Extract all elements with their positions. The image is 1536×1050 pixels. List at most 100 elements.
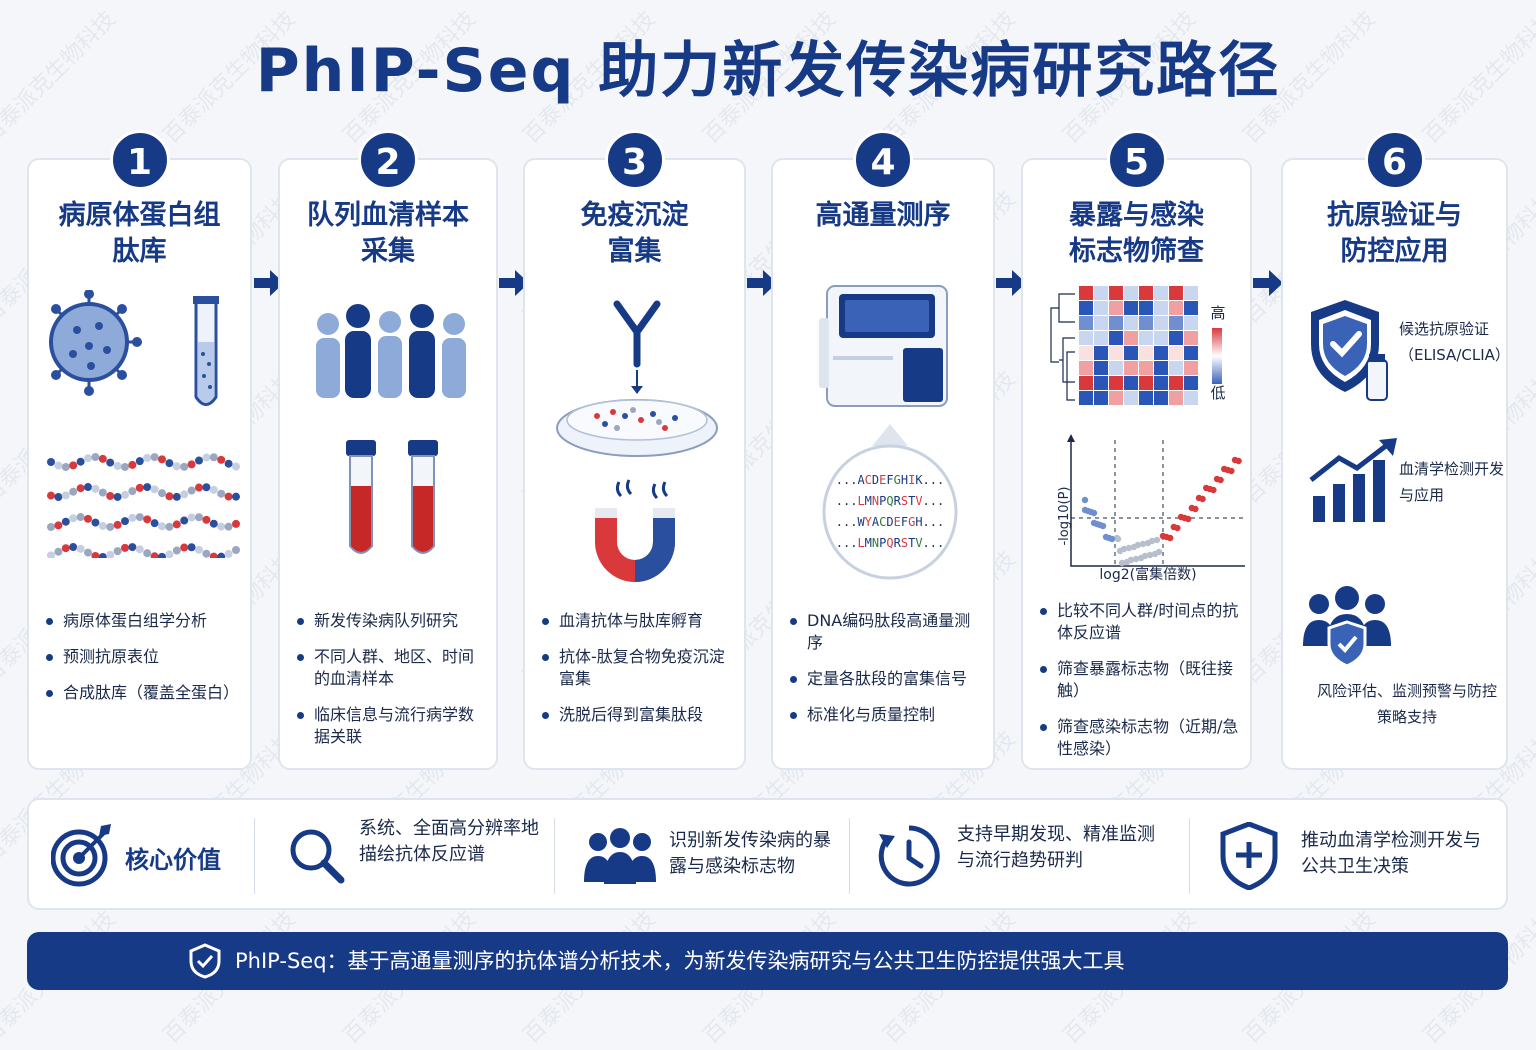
- peptide-bead: [187, 513, 196, 522]
- peptide-bead: [150, 453, 159, 462]
- peptide-bead: [84, 454, 92, 463]
- peptide-bead: [202, 453, 211, 462]
- peptide-bead: [165, 492, 174, 501]
- volcano-x-label: log2(富集倍数): [1099, 567, 1197, 583]
- footer-text: PhIP-Seq：基于高通量测序的抗体谱分析技术，为新发传染病研究与公共卫生防控…: [235, 949, 1125, 973]
- peptide-bead: [61, 544, 70, 553]
- peptide-bead: [54, 521, 63, 530]
- volcano-point: [1102, 533, 1110, 541]
- peptide-bead: [84, 514, 92, 523]
- heatmap-cell: [1184, 331, 1198, 345]
- heatmap-cell: [1169, 316, 1183, 330]
- page-title: PhIP-Seq 助力新发传染病研究路径: [255, 36, 1281, 106]
- peptide-bead: [150, 519, 159, 528]
- peptide-bead: [195, 545, 203, 554]
- peptide-bead: [98, 552, 107, 558]
- peptide-bead: [91, 484, 100, 493]
- arrow-right-icon: [254, 270, 284, 296]
- divider: [554, 818, 555, 894]
- peptide-bead: [232, 492, 240, 501]
- volcano-point: [1114, 535, 1122, 543]
- peptide-bead: [84, 483, 92, 492]
- shield-plus-icon: [1220, 822, 1278, 890]
- step-bullets: 比较不同人群/时间点的抗体反应谱筛查暴露标志物（既往接触）筛查感染标志物（近期/…: [1037, 600, 1242, 774]
- arrow-right-icon: [499, 270, 529, 296]
- heatmap-cell: [1154, 286, 1168, 300]
- peptide-bead: [47, 458, 55, 466]
- peptide-bead: [172, 546, 181, 555]
- heatmap-cell: [1139, 301, 1153, 315]
- people-group-icon: [316, 304, 466, 398]
- heatmap-cell: [1124, 286, 1138, 300]
- peptide-bead: [224, 492, 233, 501]
- arrow-right-icon: [747, 270, 777, 296]
- peptide-bead: [150, 485, 159, 494]
- peptide-bead: [98, 454, 107, 463]
- peptide-bead: [165, 459, 174, 468]
- peptide-bead: [209, 552, 218, 558]
- peptide-bead: [195, 483, 203, 492]
- arrow-right-icon: [996, 270, 1026, 296]
- peptide-bead: [91, 551, 100, 558]
- volcano-point: [1174, 524, 1181, 532]
- core-value-item: 支持早期发现、精准监测与流行趋势研判: [957, 824, 1155, 871]
- magnet-icon: [595, 479, 675, 582]
- peptide-bead: [232, 519, 240, 528]
- heatmap-cell: [1184, 286, 1198, 300]
- heatmap-cell: [1094, 316, 1108, 330]
- step-card-5: 5 暴露与感染标志物筛查 高 低 -log10(P) log2(富集倍数) 比较…: [1021, 130, 1252, 770]
- step-bullets: 新发传染病队列研究不同人群、地区、时间的血清样本临床信息与流行病学数据关联: [294, 610, 488, 762]
- peptide-bead: [76, 544, 85, 553]
- peptide-bead: [180, 543, 189, 552]
- peptide-bead: [47, 491, 55, 500]
- peptide-bead: [76, 457, 85, 466]
- peptide-bead: [121, 517, 129, 526]
- peptide-bead: [158, 489, 166, 498]
- volcano-point: [1090, 519, 1098, 527]
- peptide-bead: [158, 455, 166, 464]
- divider: [1189, 818, 1190, 894]
- peptide-bead: [121, 490, 129, 499]
- peptide-bead: [143, 483, 152, 492]
- sequence-magnifier: [822, 424, 958, 580]
- step-title: 免疫沉淀富集: [580, 200, 689, 267]
- heatmap-cell: [1169, 346, 1183, 360]
- heatmap-cell: [1124, 331, 1138, 345]
- step-title: 抗原验证与防控应用: [1327, 200, 1462, 267]
- peptide-bead: [187, 486, 196, 495]
- people-shield-icon: [1303, 586, 1391, 668]
- peptide-bead: [158, 522, 166, 531]
- heatmap-cell: [1079, 286, 1093, 300]
- peptide-bead: [224, 549, 233, 558]
- heatmap-cell: [1109, 391, 1123, 405]
- peptide-bead: [135, 513, 144, 522]
- heatmap-cell: [1124, 301, 1138, 315]
- heatmap-cell: [1109, 286, 1123, 300]
- peptide-bead: [143, 453, 152, 462]
- blood-tube-icon: [346, 440, 438, 554]
- volcano-y-label: -log10(P): [1057, 486, 1072, 546]
- sequence-line: ...WYACDEFGH...: [835, 515, 945, 529]
- arrow-right-icon: [1253, 270, 1283, 296]
- peptide-bead: [76, 484, 85, 493]
- heatmap-cell: [1094, 361, 1108, 375]
- heatmap-cell: [1124, 391, 1138, 405]
- volcano-point: [1116, 547, 1124, 555]
- heatmap-cell: [1109, 316, 1123, 330]
- volcano-point: [1217, 476, 1224, 484]
- peptide-bead: [143, 549, 152, 558]
- heatmap-cell: [1124, 361, 1138, 375]
- peptide-bead: [187, 543, 196, 552]
- peptide-bead: [98, 521, 107, 530]
- heatmap-cell: [1169, 391, 1183, 405]
- heatmap-cell: [1154, 316, 1168, 330]
- heatmap-cell: [1154, 301, 1168, 315]
- volcano-point: [1130, 543, 1138, 551]
- heatmap-cell: [1079, 376, 1093, 390]
- heatmap-cell: [1094, 331, 1108, 345]
- heatmap-cell: [1124, 346, 1138, 360]
- volcano-point: [1137, 554, 1145, 562]
- volcano-point: [1132, 555, 1140, 563]
- heatmap-cell: [1124, 376, 1138, 390]
- step-bullets: 血清抗体与肽库孵育抗体-肽复合物免疫沉淀富集洗脱后得到富集肽段: [539, 610, 736, 740]
